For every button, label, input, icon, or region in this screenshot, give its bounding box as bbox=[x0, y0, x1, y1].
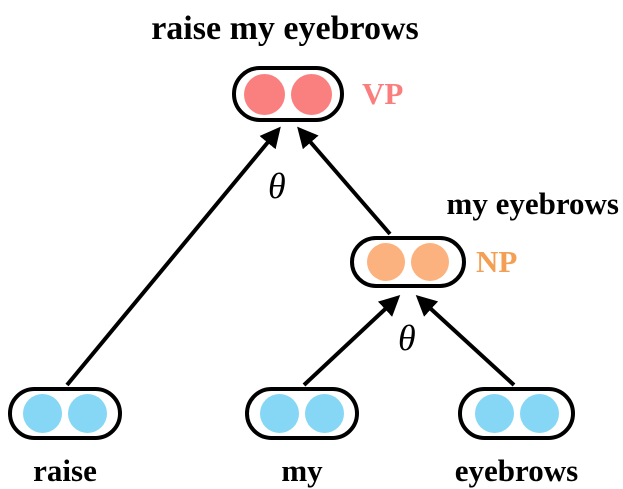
np-cell-1 bbox=[367, 243, 405, 281]
node-box-raise[interactable] bbox=[8, 387, 122, 440]
node-box-np[interactable] bbox=[350, 236, 466, 288]
vp-cell-2 bbox=[291, 73, 332, 115]
category-label-np: NP bbox=[476, 244, 518, 279]
edge-np-to-vp bbox=[297, 126, 392, 236]
edge-my-to-np bbox=[302, 294, 401, 387]
vp-cell-1 bbox=[244, 73, 285, 115]
my-cell-1 bbox=[260, 394, 299, 433]
np-cell-2 bbox=[411, 243, 449, 281]
word-label-raise: raise bbox=[33, 453, 97, 488]
raise-cell-2 bbox=[68, 394, 107, 433]
eyebrows-cell-1 bbox=[474, 394, 514, 433]
node-box-eyebrows[interactable] bbox=[458, 387, 575, 440]
np-phrase-label: my eyebrows bbox=[446, 186, 619, 221]
category-label-vp: VP bbox=[362, 76, 404, 111]
node-box-vp[interactable] bbox=[232, 66, 344, 122]
theta-operator-vp: θ bbox=[268, 166, 286, 206]
node-box-my[interactable] bbox=[245, 387, 359, 440]
theta-operator-np: θ bbox=[398, 318, 416, 358]
root-phrase-label: raise my eyebrows bbox=[151, 10, 419, 47]
edge-raise-to-vp bbox=[65, 126, 281, 387]
edge-eyebrows-to-np bbox=[415, 295, 516, 387]
word-label-my: my bbox=[281, 453, 323, 488]
my-cell-2 bbox=[305, 394, 344, 433]
eyebrows-cell-2 bbox=[519, 394, 559, 433]
word-label-eyebrows: eyebrows bbox=[454, 453, 579, 488]
raise-cell-1 bbox=[23, 394, 62, 433]
